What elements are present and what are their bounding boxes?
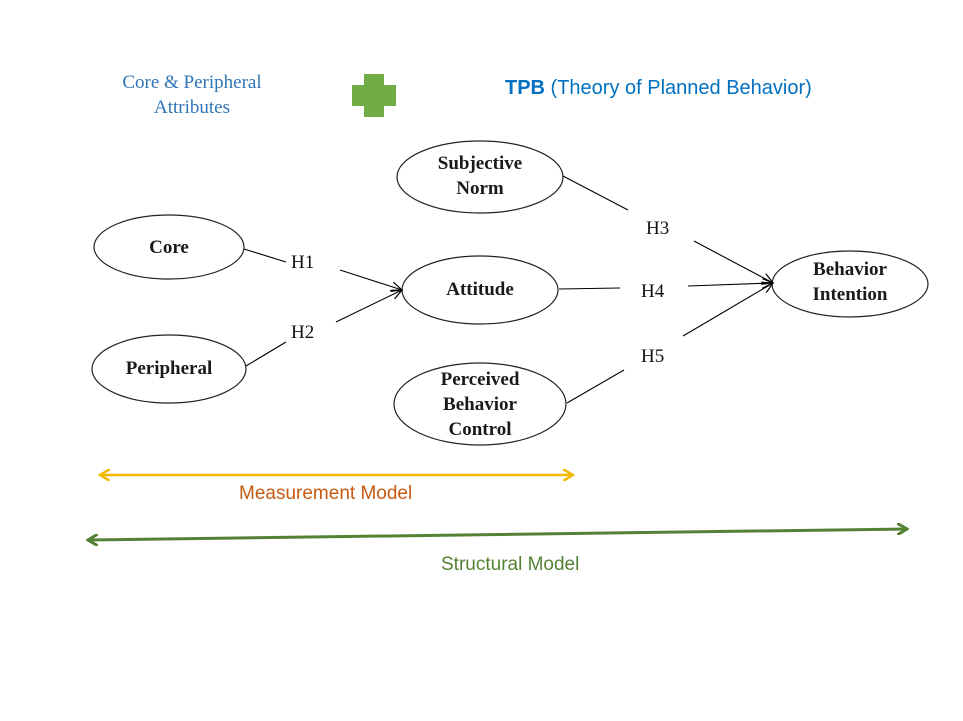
- intention-line1: Behavior: [813, 259, 887, 280]
- peripheral-label: Peripheral: [125, 358, 213, 379]
- h4-line-a: [558, 287, 621, 290]
- core-label: Core: [149, 237, 189, 258]
- plus-icon: [352, 74, 396, 117]
- subjective-norm-label: Subjective Norm: [410, 151, 550, 201]
- pbc-line1: Perceived: [440, 369, 520, 390]
- h1-line-b: [339, 269, 402, 290]
- h5-line-a: [566, 369, 625, 404]
- connectors: [243, 175, 773, 404]
- h5-line-b: [682, 283, 773, 337]
- right-title: TPB (Theory of Planned Behavior): [505, 77, 812, 100]
- left-title: Core & Peripheral Attributes: [96, 70, 288, 120]
- pbc-line2: Behavior: [443, 394, 517, 415]
- right-title-text: (Theory of Planned Behavior): [545, 77, 812, 99]
- structural-model-label: Structural Model: [441, 554, 580, 575]
- h1-label: H1: [291, 252, 315, 273]
- h2-line-a: [245, 341, 287, 367]
- h3-line-b: [693, 240, 773, 283]
- right-title-acronym: TPB: [505, 77, 545, 99]
- h2-label: H2: [291, 322, 315, 343]
- attitude-label: Attitude: [446, 279, 514, 300]
- left-title-line1: Core & Peripheral: [122, 72, 262, 93]
- pbc-label: Perceived Behavior Control: [410, 367, 550, 442]
- measurement-model-label: Measurement Model: [239, 483, 413, 504]
- h4-label: H4: [641, 281, 665, 302]
- h3-label: H3: [646, 218, 670, 239]
- pbc-line3: Control: [448, 419, 512, 440]
- h2-line-b: [335, 290, 402, 323]
- pbc-node: [393, 362, 567, 446]
- intention-line2: Intention: [812, 284, 888, 305]
- subjective-norm-line2: Norm: [456, 178, 504, 199]
- peripheral-node: [91, 334, 247, 404]
- subjective-norm-node: [396, 140, 564, 214]
- h1-line-a: [243, 248, 287, 263]
- subjective-norm-line1: Subjective: [437, 153, 523, 174]
- left-title-line2: Attributes: [154, 97, 230, 118]
- h5-label: H5: [641, 346, 665, 367]
- core-node: [93, 214, 245, 280]
- intention-label: Behavior Intention: [790, 257, 910, 307]
- structural-arrow: [88, 529, 907, 540]
- h3-line-a: [562, 175, 629, 211]
- h4-line-b: [687, 283, 773, 286]
